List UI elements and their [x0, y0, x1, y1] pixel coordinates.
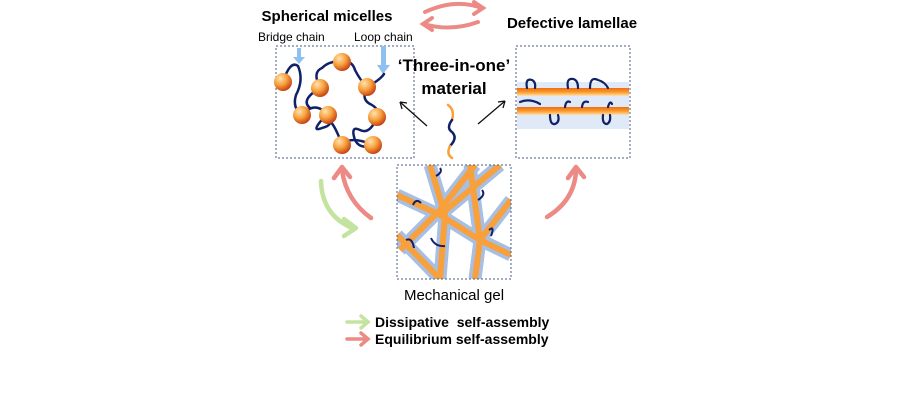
mechanical-gel-title: Mechanical gel	[404, 287, 504, 304]
arrow-to-micelles-icon	[399, 101, 428, 127]
arrow-to-lamellae-icon	[477, 100, 506, 125]
loop-arrow-icon	[381, 46, 386, 66]
defective-lamellae-title: Defective lamellae	[507, 15, 637, 32]
three-in-one-subtitle: material	[421, 79, 486, 98]
spherical-micelles-title: Spherical micelles	[262, 8, 393, 25]
defective-lamellae-panel	[515, 45, 631, 159]
three-in-one-title: ‘Three-in-one’	[398, 56, 510, 75]
legend: Dissipative self-assembly Equilibrium se…	[345, 314, 550, 347]
legend-equilibrium-arrow-icon	[345, 331, 371, 347]
dissipative-arrow-icon	[318, 178, 359, 239]
equilibrium-arrow-right-icon	[544, 164, 587, 220]
block-copolymer-icon	[446, 103, 456, 160]
legend-dissipative-arrow-icon	[345, 314, 371, 330]
micelle-spheres	[274, 53, 386, 154]
exchange-arrows-icon	[419, 0, 487, 32]
legend-dissipative-label: Dissipative self-assembly	[375, 314, 550, 330]
bridge-arrow-icon	[297, 48, 301, 58]
mechanical-gel-panel	[396, 164, 512, 280]
bridge-chain-label: Bridge chain	[258, 30, 325, 44]
loop-chain-label: Loop chain	[354, 30, 413, 44]
spherical-micelles-panel	[274, 45, 415, 159]
equilibrium-arrow-left-icon	[331, 164, 374, 221]
legend-equilibrium-label: Equilibrium self-assembly	[375, 331, 549, 347]
polymer-chains	[281, 60, 386, 148]
